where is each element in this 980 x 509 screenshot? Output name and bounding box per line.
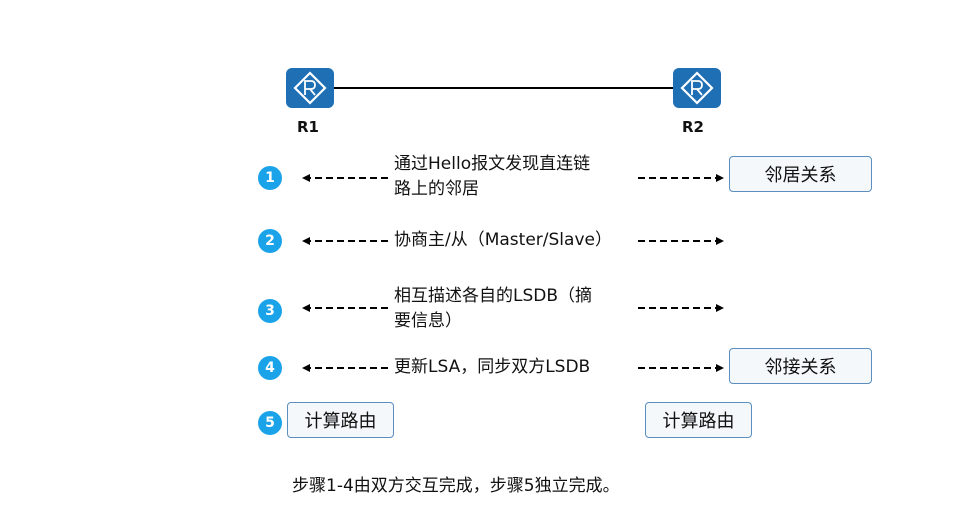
adjacency-state-box: 邻接关系 [729,348,872,384]
step-4-text: 更新LSA，同步双方LSDB [394,357,591,377]
step-2-text: 协商主/从（Master/Slave） [394,230,612,250]
neighbor-state-box: 邻居关系 [729,156,872,192]
step-1-text: 通过Hello报文发现直连链 路上的邻居 [394,152,590,202]
r1-route-calc-box: 计算路由 [287,402,394,438]
router-label-r1: R1 [297,118,319,136]
step-badge-3: 3 [258,299,282,323]
step-badge-1: 1 [258,166,282,190]
step-1-line1: 通过Hello报文发现直连链 [394,154,591,174]
step-badge-4: 4 [258,356,282,380]
footnote: 步骤1-4由双方交互完成，步骤5独立完成。 [292,476,620,496]
router-label-r2: R2 [682,118,704,136]
step-badge-5: 5 [258,411,282,435]
router-icon [286,68,334,108]
router-icon [673,68,721,108]
step-3-line1: 相互描述各自的LSDB（摘 [394,286,593,306]
step-1-line2: 路上的邻居 [394,179,479,199]
step-badge-2: 2 [258,229,282,253]
step-3-line2: 要信息） [394,311,462,331]
step-3-text: 相互描述各自的LSDB（摘 要信息） [394,284,592,334]
r2-route-calc-box: 计算路由 [645,402,752,438]
